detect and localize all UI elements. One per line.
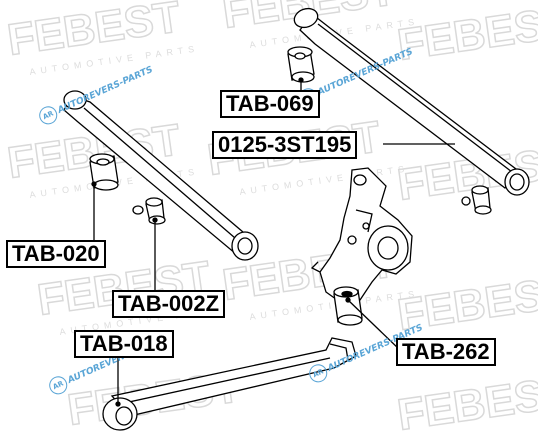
upper-arm-long <box>293 7 530 196</box>
brand-watermark-11: FEBEST <box>395 367 538 435</box>
upper-arm-left <box>63 90 259 261</box>
leader-tab069-dot <box>298 77 304 83</box>
leader-lines <box>91 77 455 407</box>
label-tab002z[interactable]: TAB-002Z <box>112 290 226 318</box>
bushing-small-right <box>461 185 492 215</box>
label-tab262[interactable]: TAB-262 <box>396 338 496 366</box>
bushing-tab069 <box>287 46 315 83</box>
brand-watermark-3: FEBEST <box>395 0 538 70</box>
label-0125-3st195[interactable]: 0125-3ST195 <box>212 131 358 159</box>
bushing-tab262 <box>333 286 363 326</box>
label-tab018[interactable]: TAB-018 <box>74 330 174 358</box>
label-tab020[interactable]: TAB-020 <box>6 240 106 268</box>
leader-tab262 <box>347 299 401 351</box>
label-tab069[interactable]: TAB-069 <box>220 90 320 118</box>
leader-tab262-dot <box>345 297 351 303</box>
leader-tab020-dot <box>91 181 97 187</box>
lower-arm <box>102 337 357 431</box>
knuckle <box>310 167 413 303</box>
leader-tab018-dot <box>115 401 121 407</box>
bushing-tab002z <box>132 197 166 225</box>
leader-tab002z-dot <box>152 217 158 223</box>
bushing-tab020 <box>89 153 119 191</box>
